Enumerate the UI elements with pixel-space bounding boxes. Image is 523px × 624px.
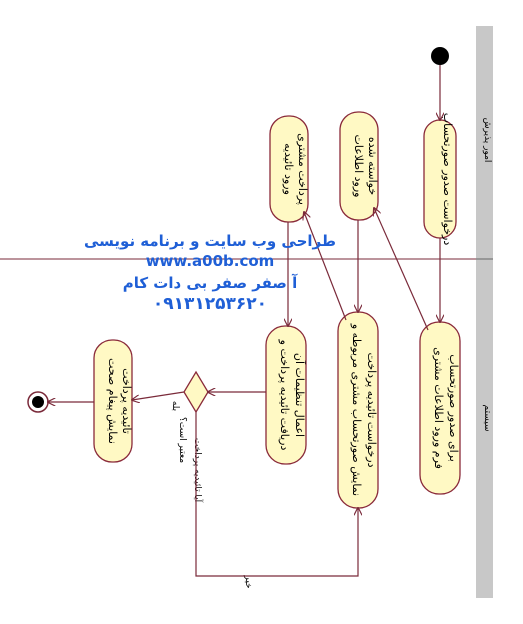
action-enter-payment-confirmation: ورود تائیدیه پرداخت مشتری [269,115,309,223]
watermark-line2: www.a00b.com [145,252,275,270]
action-show-payment-valid-message-line1: نمایش پیغام صحت [106,358,119,444]
action-enter-requested-info: ورود اطلاعات خواسته شده [339,111,379,221]
initial-node [431,47,449,65]
swimlane-label-top: امور پذیرش [482,118,492,163]
edge-decision-yes-to-message [132,391,185,400]
watermark-line1: طراحی وب سایت و برنامه نویسی [83,232,337,250]
edge-decision-no-loop [195,412,358,577]
action-show-payment-valid-message-line2: تائیدیه پرداخت [120,368,133,434]
action-enter-requested-info-line1: ورود اطلاعات [352,135,365,198]
edge-show-invoice-to-enter-confirmation [304,212,347,321]
swimlane-label-bottom: سیستم [482,405,492,432]
final-node-core [32,396,44,408]
action-show-payment-valid-message: نمایش پیغام صحت تائیدیه پرداخت [93,339,133,463]
decision-question-line2: معتبر است؟ [177,417,187,463]
action-request-invoice: درخواست صدور صورتحساب [423,113,457,246]
watermark-line3: آ صفر صفر بی دات کام [122,274,298,292]
action-customer-info-form: فرم ورود اطلاعات مشتری برای صدور صورتحسا… [419,321,461,495]
action-customer-info-form-line1: فرم ورود اطلاعات مشتری [432,347,445,469]
watermark-line4: ۰۹۱۳۱۲۵۳۶۲۰ [152,294,268,314]
swimlane-header-bar [476,26,493,598]
action-receive-payment-confirmation: دریافت تائیدیه پرداخت و اعمال تنظیمات آن [265,325,307,465]
decision-question-line1: آیا تائیدیه پرداخت [192,438,204,503]
action-show-invoice: نمایش صورتحساب مشتری مربوطه و درخواست تا… [337,311,379,509]
action-enter-payment-confirmation-line2: پرداخت مشتری [296,133,309,205]
action-receive-payment-confirmation-line2: اعمال تنظیمات آن [293,353,307,437]
decision-no-label: خیر [243,574,253,588]
action-enter-payment-confirmation-line1: ورود تائیدیه [282,143,295,195]
decision-node [183,370,209,414]
action-request-invoice-label: درخواست صدور صورتحساب [441,113,454,246]
action-receive-payment-confirmation-line1: دریافت تائیدیه پرداخت و [278,339,291,451]
action-enter-requested-info-line2: خواسته شده [366,137,379,195]
action-customer-info-form-line2: برای صدور صورتحساب [447,354,460,462]
action-show-invoice-line1: نمایش صورتحساب مشتری مربوطه و [350,323,363,496]
edge-form-to-enter-info [374,208,429,331]
decision-yes-label: بله [170,401,180,411]
action-show-invoice-line2: درخواست تائیدیه پرداخت [365,353,378,468]
